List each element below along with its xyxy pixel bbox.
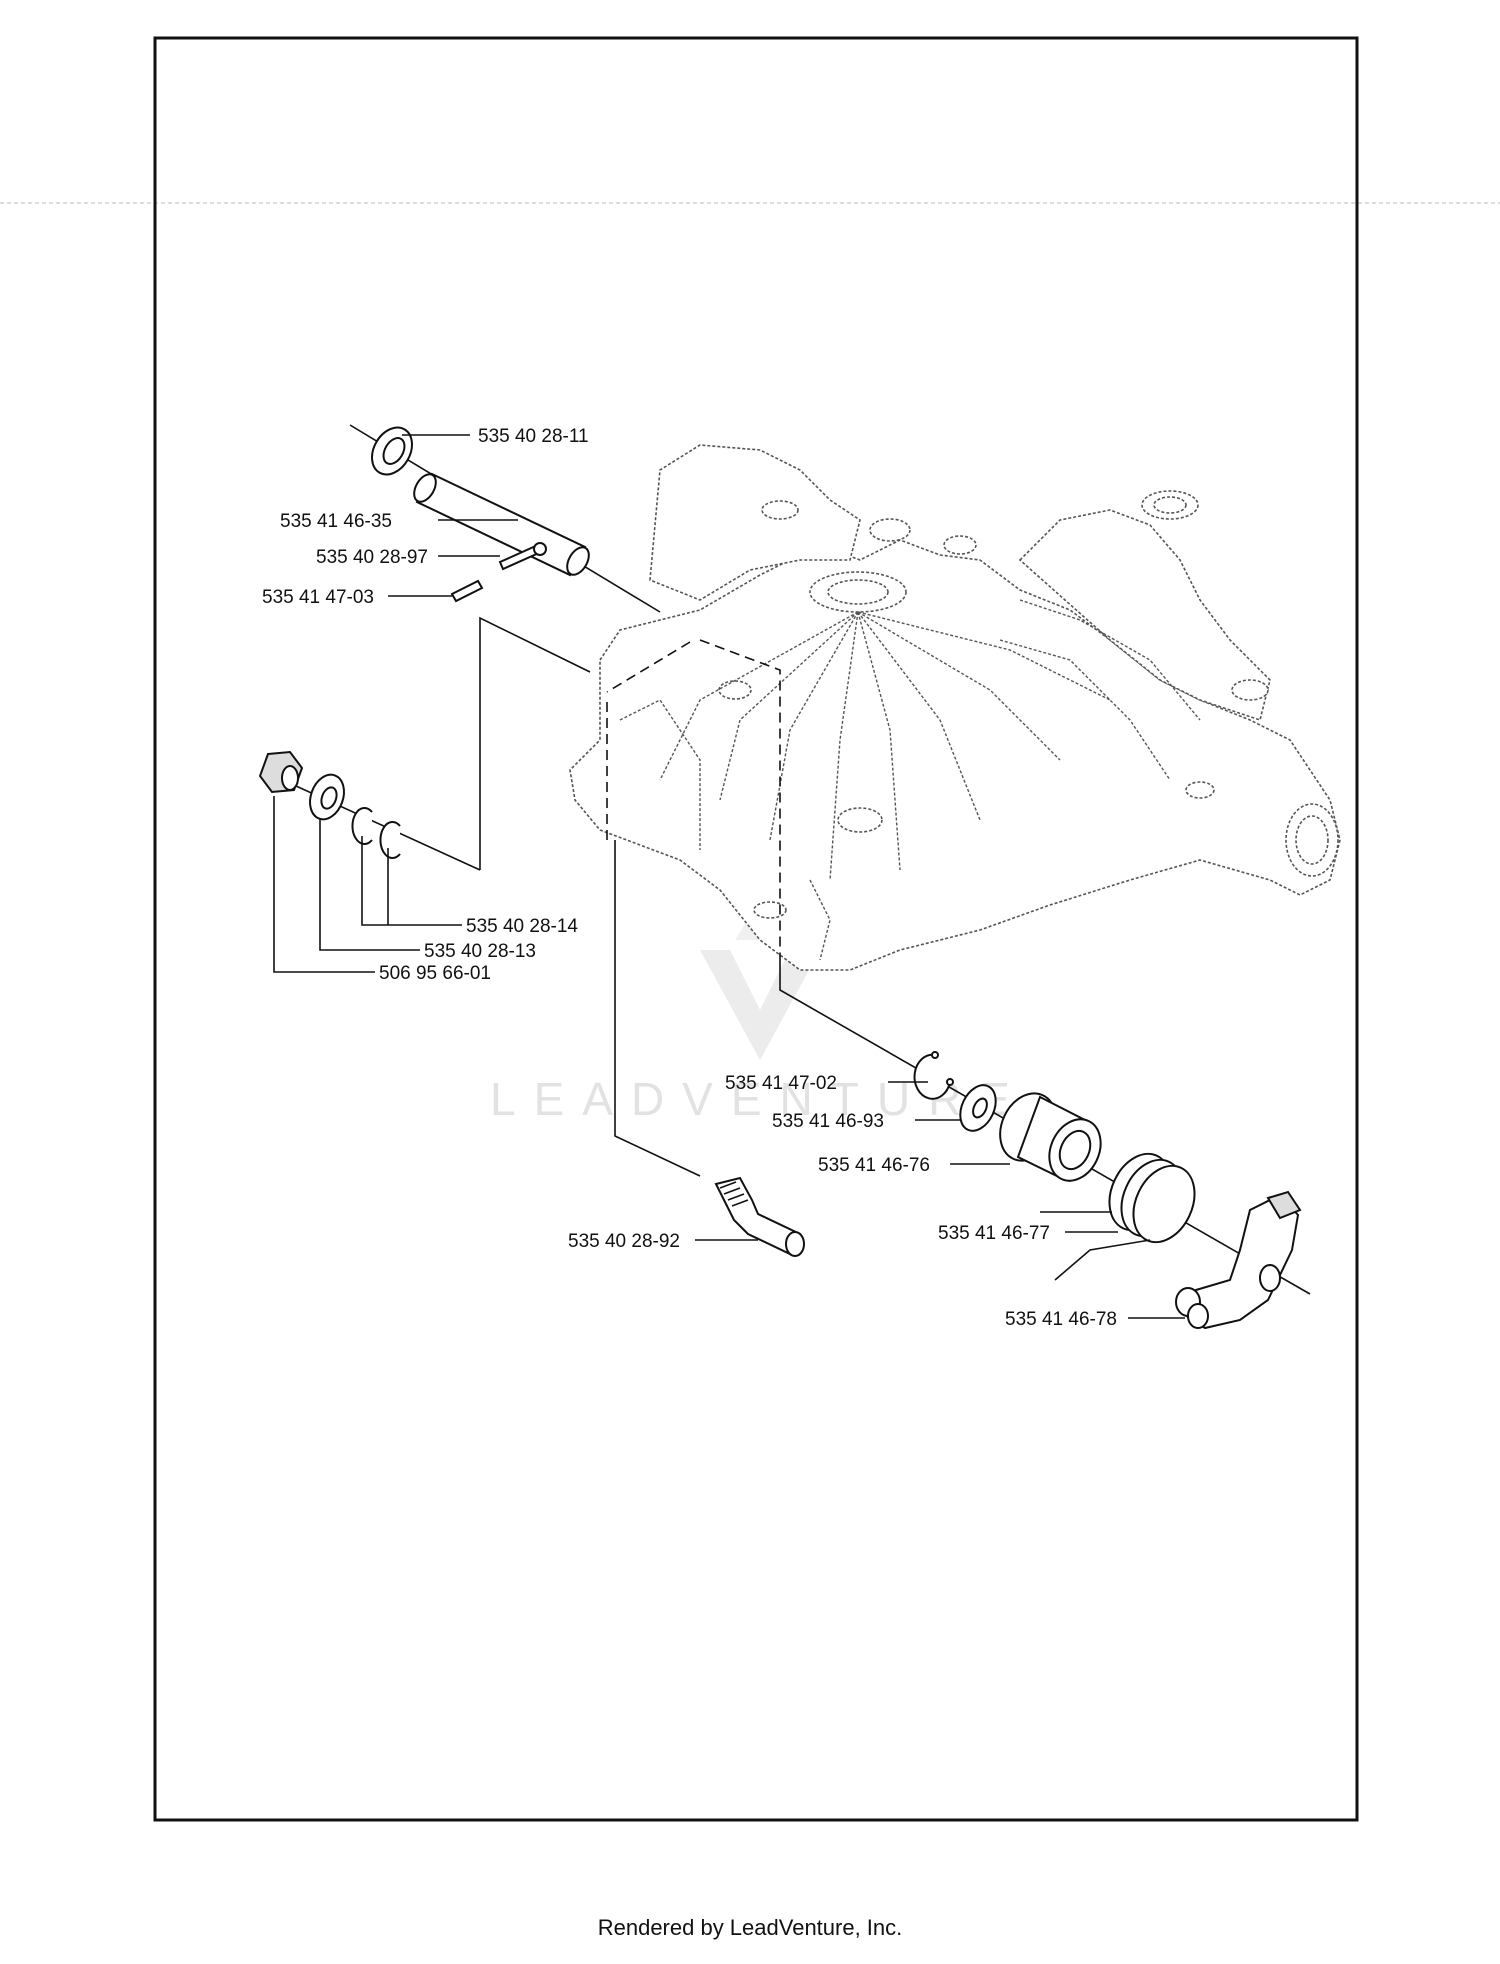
seal-part <box>371 426 413 476</box>
part-number-label: 506 95 66-01 <box>379 963 491 984</box>
part-number-label: 535 40 28-14 <box>466 916 578 937</box>
torsion-spring-part <box>1040 1152 1196 1281</box>
part-number-label: 535 41 46-93 <box>772 1111 884 1132</box>
watermark-logo: LEADVENTURE <box>490 900 1010 1125</box>
circlip-part <box>913 1051 954 1100</box>
thrust-washer-part <box>959 1084 997 1132</box>
roll-pin-part <box>450 579 484 603</box>
part-number-label: 535 41 46-76 <box>818 1155 930 1176</box>
washer-part <box>309 773 345 821</box>
part-number-label: 535 41 46-77 <box>938 1223 1050 1244</box>
part-number-label: 535 41 46-35 <box>280 511 392 532</box>
lever-arm-part <box>1175 1190 1302 1330</box>
label-leaders <box>273 434 1185 1319</box>
part-number-label: 535 40 28-13 <box>424 941 536 962</box>
transaxle-housing <box>569 444 1341 971</box>
bushing-part <box>999 1092 1102 1182</box>
ring-part-b <box>379 821 401 859</box>
pin-part <box>498 542 547 571</box>
nut-part <box>258 750 304 794</box>
part-number-label: 535 41 47-03 <box>262 587 374 608</box>
part-number-label: 535 40 28-97 <box>316 547 428 568</box>
part-number-label: 535 41 46-78 <box>1005 1309 1117 1330</box>
part-number-label: 535 41 47-02 <box>725 1073 837 1094</box>
part-number-label: 535 40 28-92 <box>568 1231 680 1252</box>
part-number-label: 535 40 28-11 <box>478 426 589 447</box>
ring-part-a <box>351 807 373 845</box>
diagram-frame <box>153 36 1359 1822</box>
footer-credit: Rendered by LeadVenture, Inc. <box>597 1915 903 1940</box>
stud-part <box>714 1176 805 1257</box>
